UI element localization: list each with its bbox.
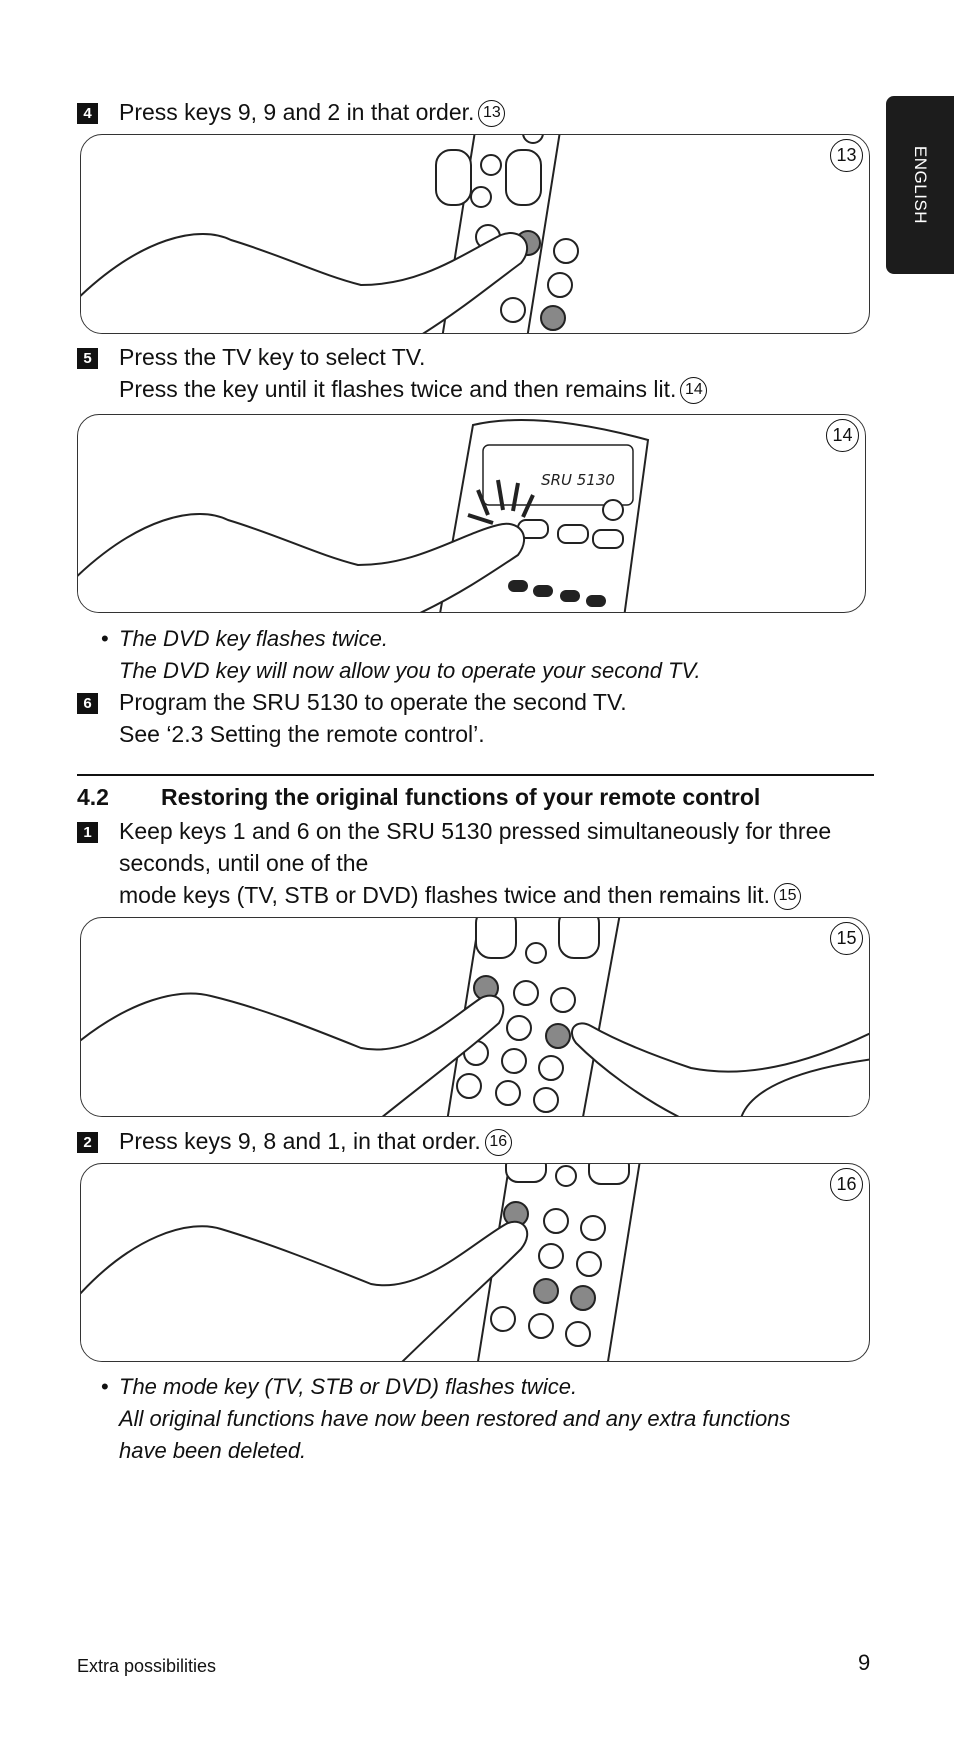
note-bullet: The mode key (TV, STB or DVD) flashes tw… <box>101 1371 577 1403</box>
step-text: Press the TV key to select TV. <box>119 344 426 370</box>
illustration-14: SRU 5130 14 <box>77 414 866 613</box>
note-text: All original functions have now been res… <box>119 1406 791 1431</box>
step-text: seconds, until one of the <box>119 850 369 876</box>
section-title: Restoring the original functions of your… <box>161 784 761 810</box>
note-bullet: The DVD key flashes twice. <box>101 623 388 655</box>
step-text: See ‘2.3 Setting the remote control’. <box>119 721 485 747</box>
step-text: Press keys 9, 9 and 2 in that order. <box>119 99 475 125</box>
step-number: 1 <box>77 822 98 843</box>
section-number: 4.2 <box>77 784 109 810</box>
figure-label: 16 <box>830 1168 863 1201</box>
footer-section-name: Extra possibilities <box>77 1656 217 1676</box>
illustration-15: 15 <box>80 917 870 1117</box>
language-tab-label: ENGLISH <box>911 145 930 225</box>
remote-model-label: SRU 5130 <box>541 471 615 489</box>
step-text: Press the key until it flashes twice and… <box>119 376 677 402</box>
remote-keys-illustration <box>81 135 579 333</box>
step-number: 5 <box>77 348 98 369</box>
illustration-16: 16 <box>80 1163 870 1362</box>
step-text: mode keys (TV, STB or DVD) flashes twice… <box>119 882 771 908</box>
step-number: 4 <box>77 103 98 124</box>
remote-tv-key-illustration: SRU 5130 <box>78 419 650 612</box>
figure-ref: 15 <box>774 883 802 911</box>
step-number: 2 <box>77 1132 98 1153</box>
figure-label: 14 <box>826 419 859 452</box>
step-number: 6 <box>77 693 98 714</box>
figure-ref: 13 <box>478 100 506 128</box>
note-text: The DVD key will now allow you to operat… <box>119 658 701 683</box>
step-text: Keep keys 1 and 6 on the SRU 5130 presse… <box>119 818 832 844</box>
remote-keys-9-8-1-illustration <box>81 1164 641 1361</box>
remote-keys-1-6-illustration <box>81 918 869 1116</box>
language-tab: ENGLISH <box>886 96 954 274</box>
illustration-13: 13 <box>80 134 870 334</box>
figure-label: 13 <box>830 139 863 172</box>
figure-label: 15 <box>830 922 863 955</box>
figure-ref: 16 <box>484 1129 512 1157</box>
figure-ref: 14 <box>680 377 708 405</box>
note-text: have been deleted. <box>119 1438 307 1463</box>
page-number: 9 <box>858 1650 871 1675</box>
section-divider <box>77 774 874 776</box>
step-text: Program the SRU 5130 to operate the seco… <box>119 689 627 715</box>
step-text: Press keys 9, 8 and 1, in that order. <box>119 1128 481 1154</box>
